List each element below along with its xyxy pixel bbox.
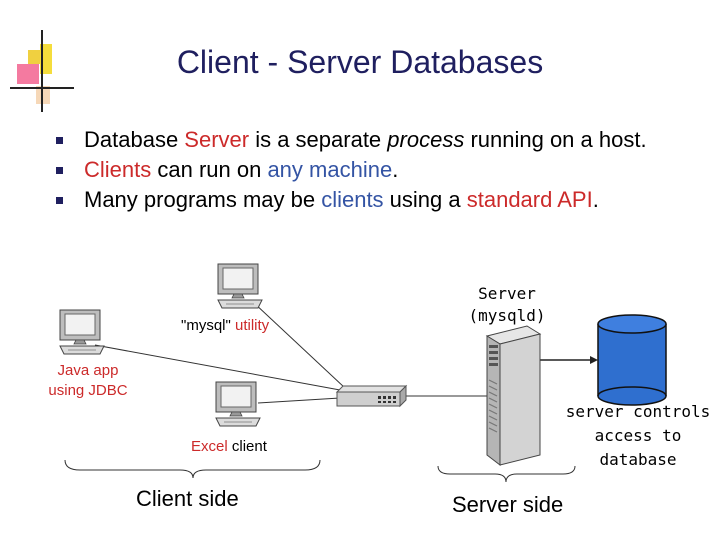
server-side-label: Server side xyxy=(452,492,564,517)
client-side-brace xyxy=(64,459,321,479)
excel-label-suffix: client xyxy=(227,438,267,455)
corner-decoration xyxy=(10,30,74,112)
server-side-brace xyxy=(437,465,576,483)
bullet-text: . xyxy=(392,157,399,182)
bullet-text: . xyxy=(592,187,599,212)
controls-line-1: server controls xyxy=(565,402,711,421)
bullet-text: running on a host. xyxy=(464,127,647,152)
bullet-list: Database Server is a separate process ru… xyxy=(56,125,706,215)
computer-icon xyxy=(59,309,105,355)
java-line-2: using JDBC xyxy=(48,382,128,399)
excel-client-label: Excel client xyxy=(191,438,267,455)
page-title: Client - Server Databases xyxy=(176,44,544,80)
bullet-square-icon xyxy=(56,197,63,204)
server-tower-icon xyxy=(485,325,542,467)
client-side-label: Client side xyxy=(136,486,239,511)
excel-label: Excel xyxy=(191,438,228,455)
bullet-text: can run on xyxy=(151,157,268,182)
bullet-text: Many programs may be xyxy=(84,187,322,212)
bullet-text: Database xyxy=(84,127,185,152)
link-java-hub xyxy=(94,344,341,391)
bullet-item: Database Server is a separate process ru… xyxy=(56,125,706,155)
bullet-text: process xyxy=(387,127,465,152)
server-controls-label: server controls access to database xyxy=(561,400,715,472)
server-label: Server (mysqld) xyxy=(447,283,567,327)
bullet-text: Server xyxy=(184,127,250,152)
arrow-head xyxy=(590,356,598,364)
bullet-text: Clients xyxy=(84,157,152,182)
server-line-1: Server xyxy=(478,284,536,303)
bullet-text: using a xyxy=(383,187,467,212)
bullet-text: is a separate xyxy=(249,127,388,152)
computer-icon xyxy=(215,381,261,427)
java-line-1: Java app xyxy=(57,362,119,379)
controls-line-3: database xyxy=(599,450,677,469)
network-hub-icon xyxy=(335,384,408,408)
database-icon xyxy=(597,314,667,406)
bullet-text: standard API xyxy=(466,187,593,212)
bullet-item: Clients can run on any machine. xyxy=(56,155,706,185)
mysql-label-suffix: utility xyxy=(230,317,270,334)
link-excel-hub xyxy=(257,397,341,404)
bullet-text: any machine xyxy=(267,157,393,182)
bullet-text: clients xyxy=(321,187,384,212)
controls-line-2: access to xyxy=(594,426,682,445)
mysql-utility-label: "mysql" utility xyxy=(181,317,269,334)
network-links xyxy=(94,301,487,404)
server-line-2: (mysqld) xyxy=(468,306,546,325)
bullet-item: Many programs may be clients using a sta… xyxy=(56,185,706,215)
bullet-square-icon xyxy=(56,137,63,144)
bullet-square-icon xyxy=(56,167,63,174)
link-mysql-hub xyxy=(252,301,346,389)
mysql-label-quoted: "mysql" xyxy=(181,317,231,334)
computer-icon xyxy=(217,263,263,309)
java-app-label: Java app using JDBC xyxy=(28,361,148,401)
